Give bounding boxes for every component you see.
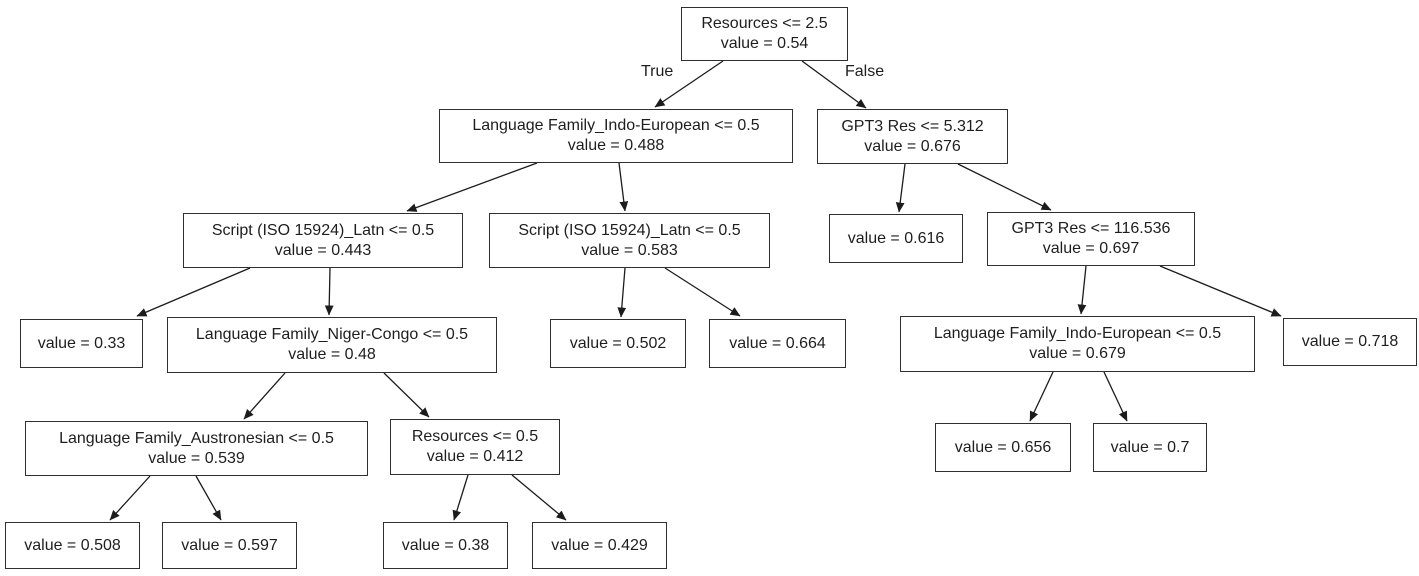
node-condition: Script (ISO 15924)_Latn <= 0.5 [211, 221, 435, 239]
node-condition: Language Family_Niger-Congo <= 0.5 [195, 326, 469, 343]
leaf-value-0-616: value = 0.616 [829, 214, 963, 263]
node-value: value = 0.656 [954, 438, 1052, 456]
node-value: value = 0.502 [569, 334, 667, 352]
node-condition: Language Family_Indo-European <= 0.5 [933, 325, 1222, 342]
edge-indoeur-left-l [406, 162, 538, 212]
edge-label-true: True [641, 63, 674, 80]
edge-gpt3-116536-l [1077, 265, 1087, 315]
leaf-value-0-656: value = 0.656 [935, 423, 1071, 472]
node-lang-austronesian: Language Family_Austronesian <= 0.5 valu… [25, 421, 368, 476]
edge-gpt3-5312-r [957, 163, 1052, 211]
node-script-latn-right: Script (ISO 15924)_Latn <= 0.5 value = 0… [489, 213, 770, 268]
leaf-value-0-38: value = 0.38 [383, 522, 508, 569]
node-value: value = 0.488 [567, 137, 665, 154]
node-condition: GPT3 Res <= 5.312 [841, 117, 984, 135]
node-value: value = 0.48 [288, 346, 376, 363]
node-value: value = 0.679 [1029, 345, 1126, 362]
node-value: value = 0.54 [720, 35, 809, 52]
leaf-value-0-429: value = 0.429 [532, 522, 667, 569]
edge-indoeur-right-l [1029, 371, 1054, 422]
node-value: value = 0.443 [274, 241, 372, 259]
node-resources-0-5: Resources <= 0.5 value = 0.412 [390, 419, 560, 475]
node-root: Resources <= 2.5 value = 0.54 [681, 7, 848, 61]
edge-nigercongo-r [383, 372, 430, 418]
node-value: value = 0.664 [729, 334, 826, 352]
node-gpt3-res-5-312: GPT3 Res <= 5.312 value = 0.676 [817, 109, 1008, 164]
node-lang-indo-european-left: Language Family_Indo-European <= 0.5 val… [439, 109, 793, 163]
node-lang-niger-congo: Language Family_Niger-Congo <= 0.5 value… [167, 317, 497, 373]
edge-script-right-r [664, 267, 741, 317]
edge-root-false [801, 60, 867, 109]
node-condition: Language Family_Indo-European <= 0.5 [472, 117, 760, 134]
node-value: value = 0.33 [37, 334, 126, 352]
node-condition: Resources <= 0.5 [411, 428, 539, 445]
leaf-value-0-33: value = 0.33 [20, 319, 143, 368]
edge-script-left-r [324, 267, 334, 316]
node-value: value = 0.412 [426, 448, 524, 465]
node-value: value = 0.597 [181, 536, 278, 554]
node-value: value = 0.429 [551, 536, 648, 554]
leaf-value-0-502: value = 0.502 [550, 319, 686, 368]
edge-indoeur-left-r [618, 162, 629, 212]
node-value: value = 0.583 [581, 241, 678, 259]
node-condition: GPT3 Res <= 116.536 [1011, 220, 1171, 237]
node-value: value = 0.676 [864, 137, 961, 155]
edge-script-left-l [136, 267, 251, 317]
node-condition: Resources <= 2.5 [701, 15, 828, 32]
edge-gpt3-5312-l [895, 163, 906, 213]
leaf-value-0-718: value = 0.718 [1283, 318, 1417, 366]
leaf-value-0-508: value = 0.508 [5, 522, 140, 569]
node-value: value = 0.508 [24, 536, 121, 554]
edge-gpt3-116536-r [1159, 265, 1282, 317]
edge-austronesian-r [195, 475, 222, 521]
edge-austronesian-l [109, 475, 151, 521]
edge-nigercongo-l [243, 372, 286, 420]
edge-resources05-r [511, 474, 567, 521]
node-value: value = 0.718 [1301, 333, 1399, 350]
node-value: value = 0.697 [1042, 240, 1140, 257]
node-script-latn-left: Script (ISO 15924)_Latn <= 0.5 value = 0… [183, 213, 463, 268]
node-value: value = 0.616 [847, 229, 945, 247]
node-condition: Script (ISO 15924)_Latn <= 0.5 [518, 221, 741, 239]
edge-script-right-l [617, 267, 627, 318]
node-gpt3-res-116-536: GPT3 Res <= 116.536 value = 0.697 [987, 212, 1195, 266]
leaf-value-0-7: value = 0.7 [1093, 423, 1207, 472]
node-condition: Language Family_Austronesian <= 0.5 [59, 429, 334, 447]
edge-root-true [654, 60, 724, 108]
leaf-value-0-664: value = 0.664 [709, 319, 846, 368]
leaf-value-0-597: value = 0.597 [162, 522, 297, 569]
edge-resources05-l [452, 474, 469, 521]
edge-indoeur-right-r [1103, 371, 1128, 422]
node-value: value = 0.38 [401, 536, 490, 554]
node-value: value = 0.539 [148, 449, 245, 467]
node-lang-indo-european-right: Language Family_Indo-European <= 0.5 val… [900, 316, 1255, 372]
node-value: value = 0.7 [1110, 438, 1190, 456]
edge-label-false: False [845, 63, 885, 80]
